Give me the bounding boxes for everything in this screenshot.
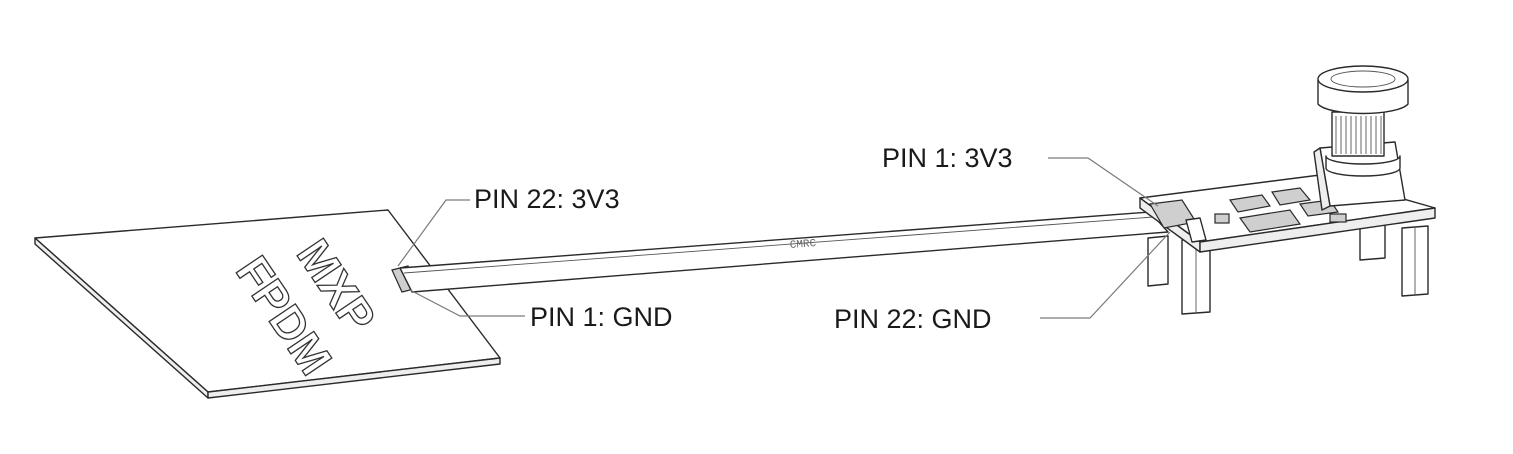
standoff-legs — [1147, 223, 1429, 315]
ribbon-cable: CMRC — [399, 211, 1169, 293]
leader-lines — [397, 157, 1171, 319]
callout-labels: PIN 22: 3V3 PIN 1: GND PIN 1: 3V3 PIN 22… — [474, 143, 1013, 334]
leader-pin22-3v3 — [397, 199, 470, 267]
leader-pin1-3v3 — [1048, 157, 1159, 207]
ribbon-marking: CMRC — [789, 238, 817, 252]
label-pin22-gnd: PIN 22: GND — [834, 304, 992, 334]
leader-pin1-gnd — [409, 289, 525, 317]
label-pin1-3v3: PIN 1: 3V3 — [882, 143, 1013, 173]
label-pin1-gnd: PIN 1: GND — [530, 302, 673, 332]
camera-pcb — [1139, 174, 1436, 253]
camera-lens — [1313, 65, 1409, 211]
leader-pin22-gnd — [1040, 231, 1171, 319]
camera-module — [1139, 65, 1436, 315]
left-board: FPDM MXP — [34, 209, 501, 399]
label-pin22-3v3: PIN 22: 3V3 — [474, 184, 620, 214]
